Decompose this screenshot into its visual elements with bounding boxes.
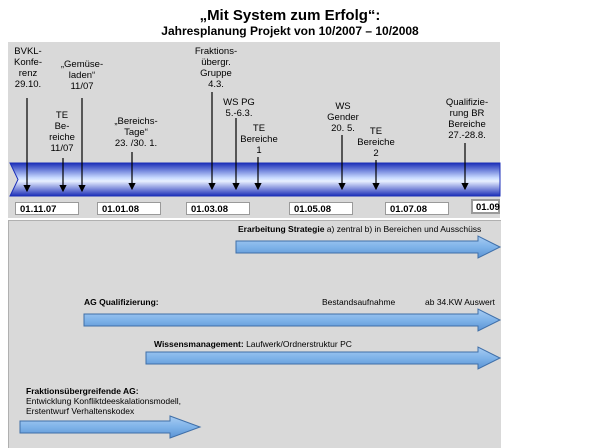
track-ag-quali-title: AG Qualifizierung: bbox=[84, 297, 159, 307]
timeline-bar bbox=[9, 162, 501, 197]
event-qualifizierung: Qualifizie- rung BR Bereiche 27.-28.8. bbox=[445, 97, 489, 141]
track-fraktion-ag-line3: Erstentwurf Verhaltenskodex bbox=[26, 406, 135, 416]
event-te-bereiche-2: TE Bereiche 2 bbox=[357, 126, 395, 159]
chart-title: „Mit System zum Erfolg“: bbox=[199, 7, 381, 24]
track-wissen-title: Wissensmanagement: bbox=[154, 339, 244, 349]
track-ag-quali-schedule: ab 34.KW Auswert bbox=[425, 297, 495, 307]
date-box: 01.11.07 bbox=[15, 202, 79, 215]
track-strategie-text: a) zentral b) in Bereichen und Ausschüss bbox=[324, 224, 482, 234]
date-box: 01.09 bbox=[471, 199, 500, 214]
date-box: 01.05.08 bbox=[289, 202, 353, 215]
event-ws-pg: WS PG 5.-6.3. bbox=[223, 97, 255, 119]
arrow-ag-quali bbox=[83, 308, 502, 332]
tracks-panel bbox=[8, 220, 501, 448]
track-fraktion-ag-line2: Entwicklung Konfliktdeeskalationsmodell, bbox=[26, 396, 181, 406]
event-bereichstage: „Bereichs- Tage“ 23. /30. 1. bbox=[114, 116, 158, 149]
event-ws-gender: WS Gender 20. 5. bbox=[327, 101, 359, 134]
track-ag-quali-status: Bestandsaufnahme bbox=[322, 297, 396, 307]
event-fraktion: Fraktions- übergr. Gruppe 4.3. bbox=[194, 46, 238, 90]
event-te-bereiche-1: TE Bereiche 1 bbox=[240, 123, 278, 156]
track-wissen: Wissensmanagement: Laufwerk/Ordnerstrukt… bbox=[154, 339, 352, 349]
date-box: 01.01.08 bbox=[97, 202, 161, 215]
event-gemueseladen: „Gemüse- laden“ 11/07 bbox=[60, 59, 104, 92]
track-strategie-title: Erarbeitung Strategie bbox=[238, 224, 325, 234]
arrow-fraktion-ag bbox=[19, 415, 202, 439]
track-strategie: Erarbeitung Strategie a) zentral b) in B… bbox=[238, 224, 481, 234]
track-fraktion-ag-title: Fraktionsübergreifende AG: bbox=[26, 386, 139, 396]
event-te-bereiche-11: TE Be- reiche 11/07 bbox=[49, 110, 75, 154]
arrow-strategie bbox=[235, 235, 502, 259]
track-wissen-text: Laufwerk/Ordnerstruktur PC bbox=[246, 339, 352, 349]
date-box: 01.07.08 bbox=[385, 202, 449, 215]
arrow-wissen bbox=[145, 346, 502, 370]
date-box: 01.03.08 bbox=[186, 202, 250, 215]
chart-subtitle: Jahresplanung Projekt von 10/2007 – 10/2… bbox=[161, 24, 419, 38]
event-bvkl: BVKL- Konfe- renz 29.10. bbox=[14, 46, 42, 90]
